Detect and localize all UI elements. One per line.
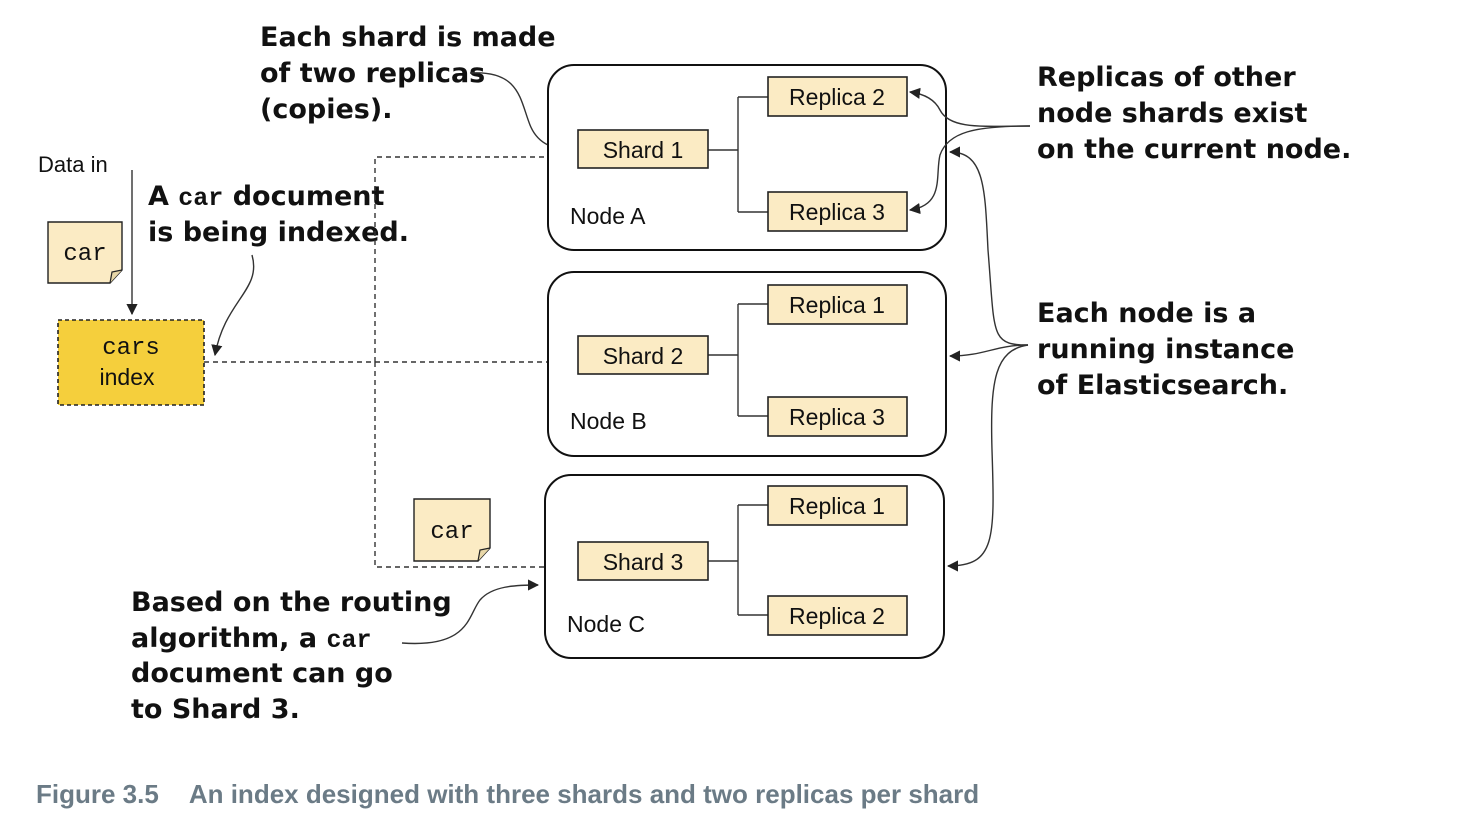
- node-b-replica-top-label: Replica 1: [789, 292, 885, 318]
- annotation-indexing-line1: A car document: [148, 181, 384, 213]
- annotation-node-arrow-b: [948, 344, 1029, 362]
- node-a-connector: [708, 96, 768, 213]
- figure-caption: Figure 3.5 An index designed with three s…: [36, 779, 979, 809]
- annotation-indexing: A car document is being indexed.: [148, 181, 409, 248]
- annotation-node-instance-line1: Each node is a: [1037, 298, 1256, 329]
- cars-index-box: [57, 319, 205, 406]
- annotation-node-instance-line3: of Elasticsearch.: [1037, 370, 1288, 401]
- annotation-shard-replicas-line2: of two replicas: [260, 58, 485, 89]
- node-b-replica-top-box: [767, 284, 908, 325]
- node-c-replica-top-label: Replica 1: [789, 493, 885, 519]
- car-document-routed-label: car: [430, 519, 473, 546]
- node-c: Shard 3 Replica 1 Replica 2 Node C: [544, 474, 945, 659]
- cars-index-line2: index: [100, 364, 155, 390]
- annotation-other-replicas-line2: node shards exist: [1037, 98, 1307, 129]
- car-document-input-fold: [109, 269, 123, 284]
- car-document-routed-fold: [477, 547, 491, 562]
- node-b-replica-bottom-box: [767, 396, 908, 437]
- annotation-other-replicas-line3: on the current node.: [1037, 134, 1351, 165]
- node-a-replica-bottom-box: [767, 191, 908, 232]
- annotation-shard-replicas-line1: Each shard is made: [260, 22, 556, 53]
- node-c-name: Node C: [567, 611, 645, 637]
- data-in-label: Data in: [38, 152, 108, 177]
- cars-index-line1: cars: [102, 335, 160, 362]
- annotation-indexing-prefix: A: [148, 181, 178, 212]
- annotation-routing-line1: Based on the routing: [131, 587, 452, 618]
- node-b-name: Node B: [570, 408, 647, 434]
- node-a-replica-top-label: Replica 2: [789, 84, 885, 110]
- annotation-node-instance: Each node is a running instance of Elast…: [1037, 298, 1294, 401]
- annotation-routing-line2: algorithm, a car: [131, 623, 371, 655]
- node-c-replica-bottom-label: Replica 2: [789, 603, 885, 629]
- annotation-routing-line3: document can go: [131, 658, 393, 689]
- annotation-routing: Based on the routing algorithm, a car do…: [131, 587, 452, 725]
- node-c-replica-top-box: [767, 485, 908, 526]
- annotation-node-arrow-a: [948, 146, 1029, 346]
- annotation-routing-prefix: algorithm, a: [131, 623, 326, 654]
- car-document-input: car: [47, 221, 123, 284]
- node-b-replica-bottom-label: Replica 3: [789, 404, 885, 430]
- node-b-shard-label: Shard 2: [603, 343, 684, 369]
- route-line-node-a: [374, 156, 548, 362]
- annotation-indexing-arrow: [211, 254, 255, 357]
- annotation-routing-code: car: [326, 626, 371, 655]
- node-a-replica-bottom-label: Replica 3: [789, 199, 885, 225]
- node-a-name: Node A: [570, 203, 646, 229]
- annotation-indexing-line2: is being indexed.: [148, 217, 409, 248]
- annotation-other-replicas-line1: Replicas of other: [1037, 62, 1296, 93]
- annotation-shard-replicas-line3: (copies).: [260, 94, 392, 125]
- node-b-connector: [708, 303, 768, 417]
- annotation-replicas-arrow-bottom: [908, 125, 1031, 215]
- node-a-shard-label: Shard 1: [603, 137, 684, 163]
- figure-number: Figure 3.5: [36, 779, 159, 809]
- node-a-replica-top-box: [767, 76, 908, 117]
- annotation-other-replicas: Replicas of other node shards exist on t…: [1037, 62, 1351, 165]
- route-line-node-c: [374, 362, 545, 568]
- node-a: Shard 1 Replica 2 Replica 3 Node A: [547, 64, 947, 251]
- node-c-connector: [708, 504, 768, 616]
- node-a-shard-box: [577, 129, 709, 169]
- annotation-indexing-code: car: [178, 184, 223, 213]
- node-c-replica-bottom-box: [767, 595, 908, 636]
- car-document-input-label: car: [63, 241, 106, 268]
- annotation-replicas-arrow-top: [908, 87, 1031, 128]
- node-b-shard-box: [577, 335, 709, 375]
- annotation-node-instance-line2: running instance: [1037, 334, 1294, 365]
- annotation-shard-replicas: Each shard is made of two replicas (copi…: [260, 22, 556, 125]
- annotation-indexing-suffix: document: [223, 181, 384, 212]
- annotation-routing-arrow: [401, 579, 540, 645]
- annotation-node-arrow-c: [946, 344, 1029, 572]
- car-document-routed: car: [413, 498, 491, 562]
- node-b: Shard 2 Replica 1 Replica 3 Node B: [547, 271, 947, 457]
- figure-caption-text: An index designed with three shards and …: [189, 779, 979, 809]
- annotation-routing-line4: to Shard 3.: [131, 694, 300, 725]
- cars-index: cars index: [57, 319, 205, 406]
- node-c-shard-label: Shard 3: [603, 549, 684, 575]
- node-c-shard-box: [577, 541, 709, 581]
